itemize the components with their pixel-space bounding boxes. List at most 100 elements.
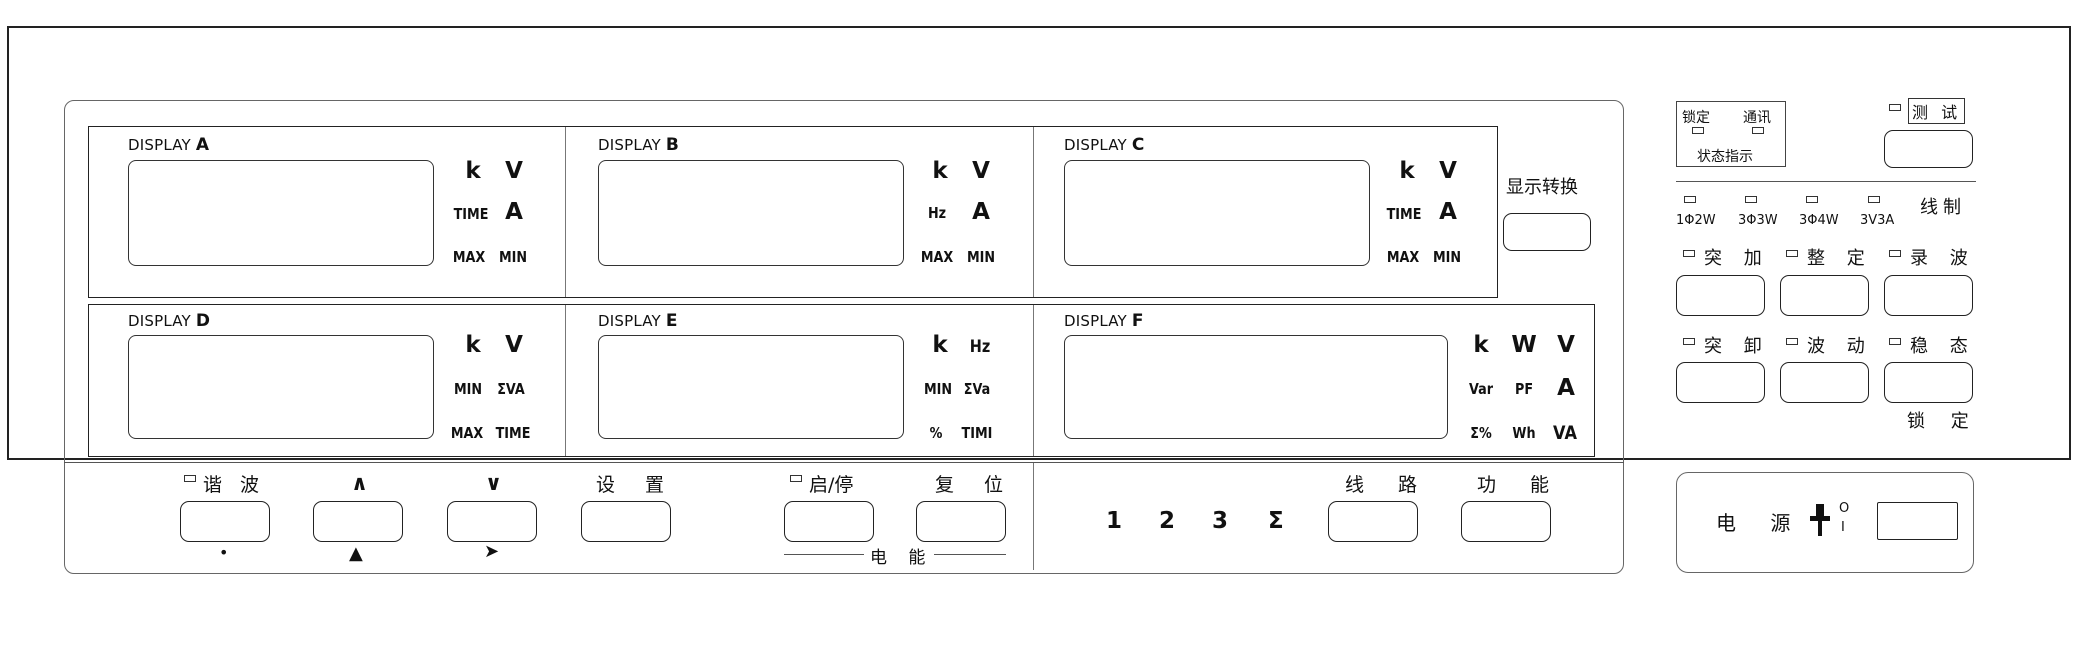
wiring-1p2w-led	[1684, 196, 1696, 203]
unit-var: Var	[1468, 380, 1494, 398]
fluctuation-led	[1786, 338, 1798, 345]
display-e-title: DISPLAY E	[598, 311, 678, 331]
unit-percent: %	[929, 424, 943, 442]
display-a-title: DISPLAY A	[128, 135, 209, 155]
start-stop-led	[790, 475, 802, 482]
surge-add-label: 突 加	[1704, 248, 1770, 269]
status-box	[1676, 101, 1786, 167]
lock-status-led	[1692, 127, 1704, 134]
line-label: 线 路	[1345, 474, 1432, 496]
display-switch-label: 显示转换	[1506, 177, 1578, 198]
wiring-3p4w-led	[1806, 196, 1818, 203]
unit-hz: Hz	[969, 337, 991, 357]
surge-drop-button[interactable]	[1676, 362, 1765, 403]
surge-drop-led	[1683, 338, 1695, 345]
display-c-screen	[1064, 160, 1370, 266]
unit-time: TIME	[1386, 205, 1422, 223]
display-prefix: DISPLAY	[128, 312, 191, 330]
control-divider	[1033, 463, 1034, 570]
unit-k: k	[465, 332, 481, 358]
power-box	[1676, 472, 1974, 573]
stable-lock-button[interactable]	[1884, 362, 1973, 403]
unit-max: MAX	[450, 424, 484, 442]
harmonic-button[interactable]	[180, 501, 270, 542]
phase-1-indicator: 1	[1106, 508, 1123, 534]
phase-2-indicator: 2	[1159, 508, 1176, 534]
display-letter: E	[665, 311, 678, 331]
start-stop-button[interactable]	[784, 501, 874, 542]
energy-bracket-left	[784, 554, 864, 555]
unit-a: A	[505, 199, 523, 225]
fluctuation-button[interactable]	[1780, 362, 1869, 403]
record-button[interactable]	[1884, 275, 1973, 316]
unit-time: TIME	[495, 424, 531, 442]
comm-status-label: 通讯	[1743, 110, 1771, 126]
stable-label: 稳 态	[1910, 336, 1976, 357]
wiring-3p4w-label: 3Φ4W	[1799, 213, 1839, 228]
comm-status-led	[1752, 127, 1764, 134]
wiring-3p3w-label: 3Φ3W	[1738, 213, 1778, 228]
settings-button[interactable]	[581, 501, 671, 542]
right-divider	[1676, 181, 1976, 182]
display-divider	[1033, 305, 1034, 456]
display-d-screen	[128, 335, 434, 439]
settings-label: 设 置	[596, 474, 677, 496]
unit-max: MAX	[452, 248, 486, 266]
energy-bracket-right	[934, 554, 1006, 555]
unit-a: A	[1557, 375, 1575, 401]
unit-min: MIN	[923, 380, 953, 398]
unit-min: MIN	[498, 248, 528, 266]
unit-a: A	[972, 199, 990, 225]
status-indicator-label: 状态指示	[1697, 149, 1753, 165]
power-label: 电 源	[1716, 511, 1805, 535]
lock-status-label: 锁定	[1682, 110, 1710, 126]
start-stop-label: 启/停	[809, 474, 854, 496]
steady-set-led	[1786, 250, 1798, 257]
test-label: 测 试	[1908, 98, 1966, 124]
display-b-screen	[598, 160, 904, 266]
unit-sum-percent: Σ%	[1470, 424, 1492, 442]
lock-label: 锁 定	[1907, 411, 1979, 432]
down-button[interactable]	[447, 501, 537, 542]
right-mark-icon: ➤	[484, 541, 500, 562]
test-button[interactable]	[1884, 130, 1973, 168]
unit-v: V	[505, 332, 523, 358]
wiring-label: 线制	[1920, 197, 1966, 218]
wiring-3p3w-led	[1745, 196, 1757, 203]
unit-pf: PF	[1514, 380, 1534, 398]
display-letter: F	[1131, 311, 1144, 331]
display-prefix: DISPLAY	[128, 136, 191, 154]
reset-button[interactable]	[916, 501, 1006, 542]
phase-3-indicator: 3	[1212, 508, 1229, 534]
display-prefix: DISPLAY	[598, 312, 661, 330]
wiring-3v3a-led	[1868, 196, 1880, 203]
harmonic-led	[184, 475, 196, 482]
function-button[interactable]	[1461, 501, 1551, 542]
record-label: 录 波	[1910, 248, 1976, 269]
fluctuation-label: 波 动	[1807, 336, 1873, 357]
up-mark-icon: ▲	[349, 543, 363, 564]
harmonic-label: 谐 波	[203, 474, 266, 496]
display-a-screen	[128, 160, 434, 266]
display-prefix: DISPLAY	[1064, 136, 1127, 154]
steady-set-button[interactable]	[1780, 275, 1869, 316]
display-switch-button[interactable]	[1503, 213, 1591, 251]
up-button[interactable]	[313, 501, 403, 542]
unit-a: A	[1439, 199, 1457, 225]
steady-set-label: 整 定	[1807, 248, 1873, 269]
line-button[interactable]	[1328, 501, 1418, 542]
power-button[interactable]	[1877, 502, 1958, 540]
unit-k: k	[1399, 158, 1415, 184]
display-f-screen	[1064, 335, 1448, 439]
unit-hz: Hz	[927, 204, 947, 222]
display-c-title: DISPLAY C	[1064, 135, 1145, 155]
surge-add-button[interactable]	[1676, 275, 1765, 316]
unit-w: W	[1511, 332, 1537, 358]
display-divider	[565, 127, 566, 297]
reset-label: 复 位	[935, 474, 1016, 496]
unit-max: MAX	[920, 248, 954, 266]
unit-v: V	[1557, 332, 1575, 358]
unit-time: TIME	[453, 205, 489, 223]
unit-min: MIN	[453, 380, 483, 398]
up-arrow-icon: ∧	[351, 471, 369, 495]
